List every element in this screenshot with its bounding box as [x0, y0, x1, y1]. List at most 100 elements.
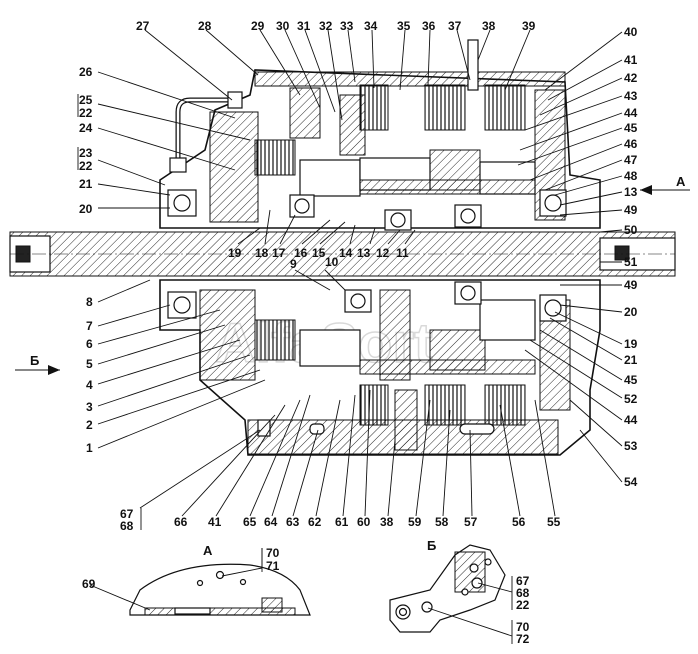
callouts-bottom: 67 68 66 41 65 64 63 62 61 60 38 59 58 5… [120, 507, 561, 533]
bearing-upper-center-2 [454, 204, 482, 228]
callouts-inner: 19 18 17 16 15 14 13 12 11 9 10 [228, 246, 409, 271]
callout-19: 19 [228, 246, 242, 260]
callout-61: 61 [335, 515, 349, 529]
callout-32: 32 [319, 19, 333, 33]
callout-39: 39 [522, 19, 536, 33]
callout-67-b: 67 [516, 574, 530, 588]
callout-43: 43 [624, 89, 638, 103]
callout-46: 46 [624, 137, 638, 151]
callout-37: 37 [448, 19, 462, 33]
callout-59: 59 [408, 515, 422, 529]
callout-57: 57 [464, 515, 478, 529]
callouts-view-b: 67 68 22 70 72 [516, 574, 530, 646]
callout-16: 16 [294, 246, 308, 260]
shaft-key-right [614, 245, 630, 261]
callout-54: 54 [624, 475, 638, 489]
callout-35: 35 [397, 19, 411, 33]
pipe-fitting-lower [169, 157, 187, 173]
callout-41-bottom: 41 [208, 515, 222, 529]
callout-6: 6 [86, 337, 93, 351]
callout-33: 33 [340, 19, 354, 33]
countershaft-lower [359, 359, 536, 375]
callout-15: 15 [312, 246, 326, 260]
callout-62: 62 [308, 515, 322, 529]
callout-13-right: 13 [624, 185, 638, 199]
housing-lower [159, 279, 601, 456]
callout-70-a: 70 [266, 546, 280, 560]
callout-23: 23 [79, 146, 93, 160]
clutch-pack-6 [424, 384, 466, 426]
callout-47: 47 [624, 153, 638, 167]
view-b-arrow-label: Б [30, 353, 39, 368]
callout-10: 10 [325, 255, 339, 269]
callouts-view-a: 69 70 71 [82, 546, 280, 591]
clutch-pack-7 [484, 384, 526, 426]
callout-19-right: 19 [624, 337, 638, 351]
callout-2: 2 [86, 418, 93, 432]
callout-40: 40 [624, 25, 638, 39]
callout-64: 64 [264, 515, 278, 529]
callout-20: 20 [79, 202, 93, 216]
clutch-pack-8 [254, 319, 296, 361]
leader-lines [15, 29, 690, 644]
callouts-left: 26 25 22 24 23 22 21 20 8 7 6 5 4 3 2 1 [79, 65, 93, 455]
callout-24: 24 [79, 121, 93, 135]
callout-8: 8 [86, 295, 93, 309]
view-a-arrow-label: А [676, 174, 686, 189]
clutch-pack-3 [484, 84, 526, 131]
callout-49a: 49 [624, 203, 638, 217]
clutch-pack-5 [359, 384, 389, 426]
callout-44a: 44 [624, 106, 638, 120]
callout-11: 11 [396, 246, 409, 260]
upper-hub-1 [289, 87, 321, 139]
callout-38-bottom: 38 [380, 515, 394, 529]
left-upper-wall [209, 111, 259, 223]
callout-3: 3 [86, 400, 93, 414]
callout-22b: 22 [79, 159, 93, 173]
callout-50: 50 [624, 223, 638, 237]
view-b-detail [389, 544, 506, 633]
callouts-top: 27 28 29 30 31 32 33 34 35 36 37 38 39 [136, 19, 536, 33]
left-lower-wall [199, 289, 256, 381]
callout-71: 71 [266, 559, 280, 573]
callout-72: 72 [516, 632, 530, 646]
callout-44b: 44 [624, 413, 638, 427]
callout-28: 28 [198, 19, 212, 33]
callout-65: 65 [243, 515, 257, 529]
callout-56: 56 [512, 515, 526, 529]
callout-9: 9 [290, 257, 297, 271]
lower-hub-2 [394, 389, 418, 451]
bearing-upper-center [384, 209, 412, 231]
callout-27: 27 [136, 19, 150, 33]
callout-4: 4 [86, 378, 93, 392]
callout-30: 30 [276, 19, 290, 33]
callout-66: 66 [174, 515, 188, 529]
callout-12: 12 [376, 246, 390, 260]
callout-21-right: 21 [624, 353, 638, 367]
view-a-detail [129, 563, 311, 616]
callout-52: 52 [624, 392, 638, 406]
bearing-upper-right [539, 189, 567, 217]
callout-51: 51 [624, 255, 638, 269]
callout-34: 34 [364, 19, 378, 33]
oil-pipe-inner [176, 98, 230, 160]
callout-29: 29 [251, 19, 265, 33]
callout-5: 5 [86, 357, 93, 371]
callout-42: 42 [624, 71, 638, 85]
callout-17: 17 [272, 246, 286, 260]
clutch-pack-2 [424, 84, 466, 131]
callout-41: 41 [624, 53, 638, 67]
gearbox-assembly [9, 39, 676, 456]
gear-lower-1 [299, 329, 361, 367]
callout-63: 63 [286, 515, 300, 529]
callout-48: 48 [624, 169, 638, 183]
callout-38-top: 38 [482, 19, 496, 33]
callout-1: 1 [86, 441, 93, 455]
callout-53: 53 [624, 439, 638, 453]
callout-21: 21 [79, 177, 93, 191]
callout-49b: 49 [624, 278, 638, 292]
bearing-lower-center-2 [344, 289, 372, 313]
gear-upper-1 [299, 159, 361, 197]
